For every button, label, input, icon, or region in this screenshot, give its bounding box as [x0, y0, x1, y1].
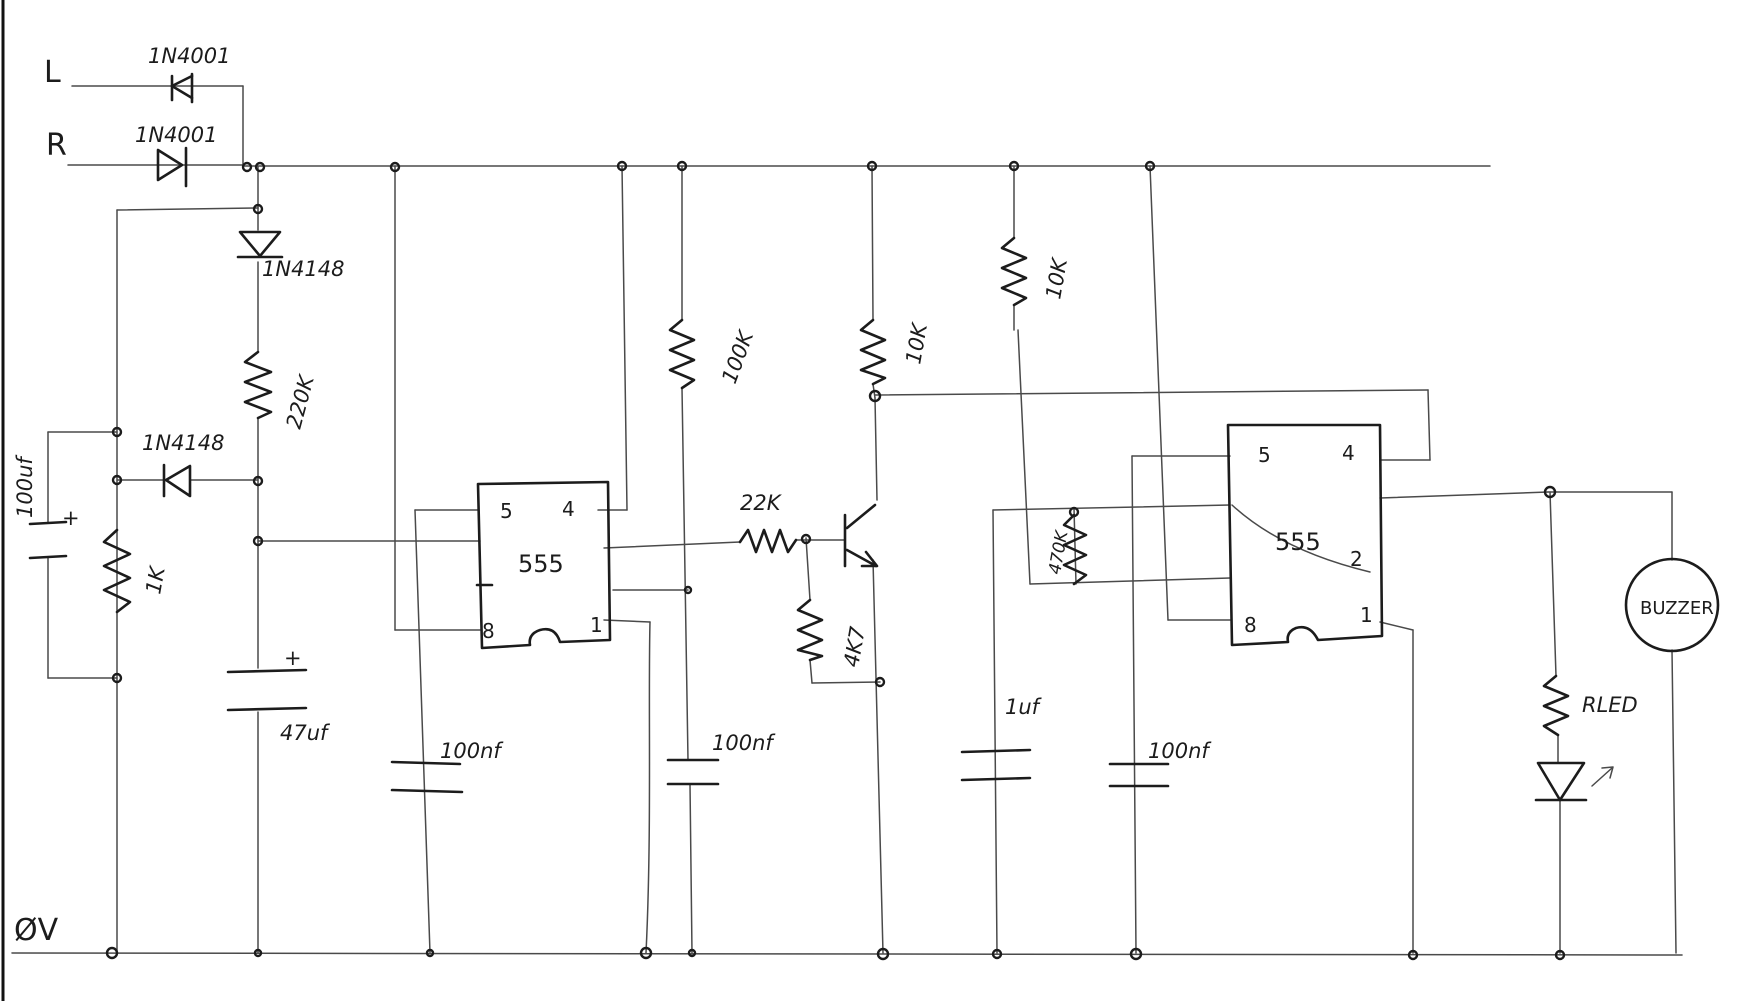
label-d-series: 1N4148 — [262, 257, 345, 281]
ic2-pin4: 4 — [1342, 441, 1355, 465]
label-rail-r: R — [46, 128, 67, 163]
ic1-name: 555 — [518, 550, 564, 578]
label-47uf: 47uf — [280, 721, 331, 745]
label-10k-b: 10K — [1041, 255, 1072, 301]
label-d-right: 1N4001 — [135, 123, 218, 147]
resistor-100k: 100K — [668, 318, 759, 390]
capacitor-100nf-a: 100nf — [390, 739, 504, 794]
label-d-clamp: 1N4148 — [142, 431, 225, 455]
ic1-pin1: 1 — [590, 613, 603, 637]
label-100uf: 100uf — [13, 454, 37, 518]
ic1-pin4: 4 — [562, 497, 575, 521]
capacitor-100nf-b: 100nf — [666, 731, 776, 786]
ic2-pin2: 2 — [1350, 547, 1363, 571]
buzzer: BUZZER — [1624, 557, 1720, 653]
label-100nf-b: 100nf — [712, 731, 776, 755]
label-100nf-c: 100nf — [1148, 739, 1212, 763]
diode-d-series: 1N4148 — [236, 230, 345, 281]
label-22k: 22K — [740, 491, 783, 515]
diode-d-left: 1N4001 — [148, 44, 231, 104]
ic1-pin5: 5 — [500, 499, 513, 523]
ic1-555: 555 5 4 8 1 — [475, 480, 612, 650]
resistor-220k: 220K — [243, 350, 320, 431]
capacitor-100uf: + 100uf — [13, 454, 80, 560]
label-d-left: 1N4001 — [148, 44, 231, 68]
capacitor-100nf-c: 100nf — [1108, 739, 1212, 788]
label-rled: RLED — [1582, 693, 1638, 717]
diode-d-right: 1N4001 — [135, 123, 218, 188]
capacitor-47uf: + 47uf — [226, 646, 331, 745]
polarity-47uf: + — [284, 646, 302, 670]
label-ground: ØV — [14, 913, 59, 948]
label-220k: 220K — [282, 371, 320, 431]
ic2-555: 555 5 4 2 8 1 — [1226, 423, 1384, 647]
ic2-pin5: 5 — [1258, 443, 1271, 467]
label-10k-a: 10K — [901, 320, 932, 366]
label-100k: 100K — [717, 326, 759, 387]
label-1uf: 1uf — [1005, 695, 1043, 719]
label-4k7: 4K7 — [839, 624, 870, 669]
resistor-22k: 22K — [738, 491, 798, 554]
capacitor-1uf: 1uf — [960, 695, 1043, 782]
label-100nf-a: 100nf — [440, 739, 504, 763]
resistor-10k-a: 10K — [859, 318, 932, 386]
label-470k: 470K — [1045, 528, 1073, 576]
resistor-1k: 1K — [102, 528, 170, 614]
ic2-pin8: 8 — [1244, 613, 1257, 637]
ic2-pin1: 1 — [1360, 603, 1373, 627]
transistor-npn — [843, 503, 879, 568]
resistor-470k: 470K — [1045, 513, 1088, 586]
resistor-rled: RLED — [1542, 674, 1638, 737]
label-rail-l: L — [44, 55, 61, 90]
label-1k: 1K — [141, 563, 170, 596]
resistor-4k7: 4K7 — [796, 598, 870, 669]
ic1-pin8: 8 — [482, 619, 495, 643]
resistor-10k-b: 10K — [1000, 236, 1072, 307]
led — [1534, 761, 1614, 802]
wiring — [11, 85, 1683, 956]
label-buzzer: BUZZER — [1640, 598, 1714, 619]
ic2-name: 555 — [1275, 528, 1321, 556]
diode-d-clamp: 1N4148 — [142, 431, 225, 498]
polarity-100uf: + — [62, 506, 80, 530]
junction-dots — [105, 160, 1566, 961]
